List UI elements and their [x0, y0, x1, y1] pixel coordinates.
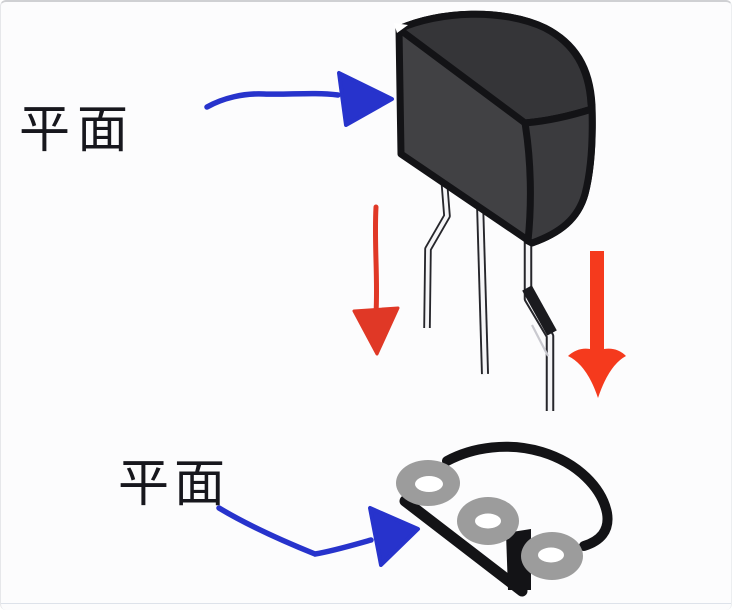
bottom-view-edge-bar [506, 529, 531, 590]
blue-arrow-top-line [204, 90, 341, 110]
lead-right [522, 236, 557, 411]
transistor-3d-body [394, 10, 596, 247]
package-side-face [521, 105, 596, 247]
lead-middle [476, 201, 489, 375]
lead-left [423, 177, 451, 329]
blue-arrow-top [204, 71, 394, 127]
pad-3-hole [538, 547, 564, 563]
flat-side-label-bottom: 平面 [118, 457, 231, 513]
blue-arrow-bottom [216, 505, 420, 567]
blue-arrow-bottom-head [368, 506, 420, 567]
red-down-arrow-left [352, 204, 400, 356]
pad-3 [521, 532, 583, 580]
blue-arrow-top-head [337, 71, 394, 127]
bottom-divider [1, 603, 731, 604]
bottom-view-flat-edge [399, 495, 528, 597]
red-arrow-left-head [352, 306, 400, 356]
blue-arrow-bottom-line [216, 505, 374, 557]
package-corner-highlight [394, 23, 408, 33]
red-arrow-left-shaft [372, 204, 380, 316]
transistor-leads [423, 177, 557, 411]
pad-1-hole [415, 476, 443, 492]
flat-side-label-top: 平面 [19, 103, 136, 159]
red-down-arrow-right [568, 251, 626, 398]
lead-right-highlight [531, 324, 549, 357]
red-arrow-right-shape [568, 251, 626, 398]
pad-2 [457, 497, 519, 545]
lead-right-bend-shadow [522, 285, 557, 336]
bottom-view-curved-edge [442, 441, 613, 551]
transistor-bottom-view [396, 441, 613, 597]
pad-2-hole [475, 513, 501, 529]
pad-1 [396, 460, 460, 506]
